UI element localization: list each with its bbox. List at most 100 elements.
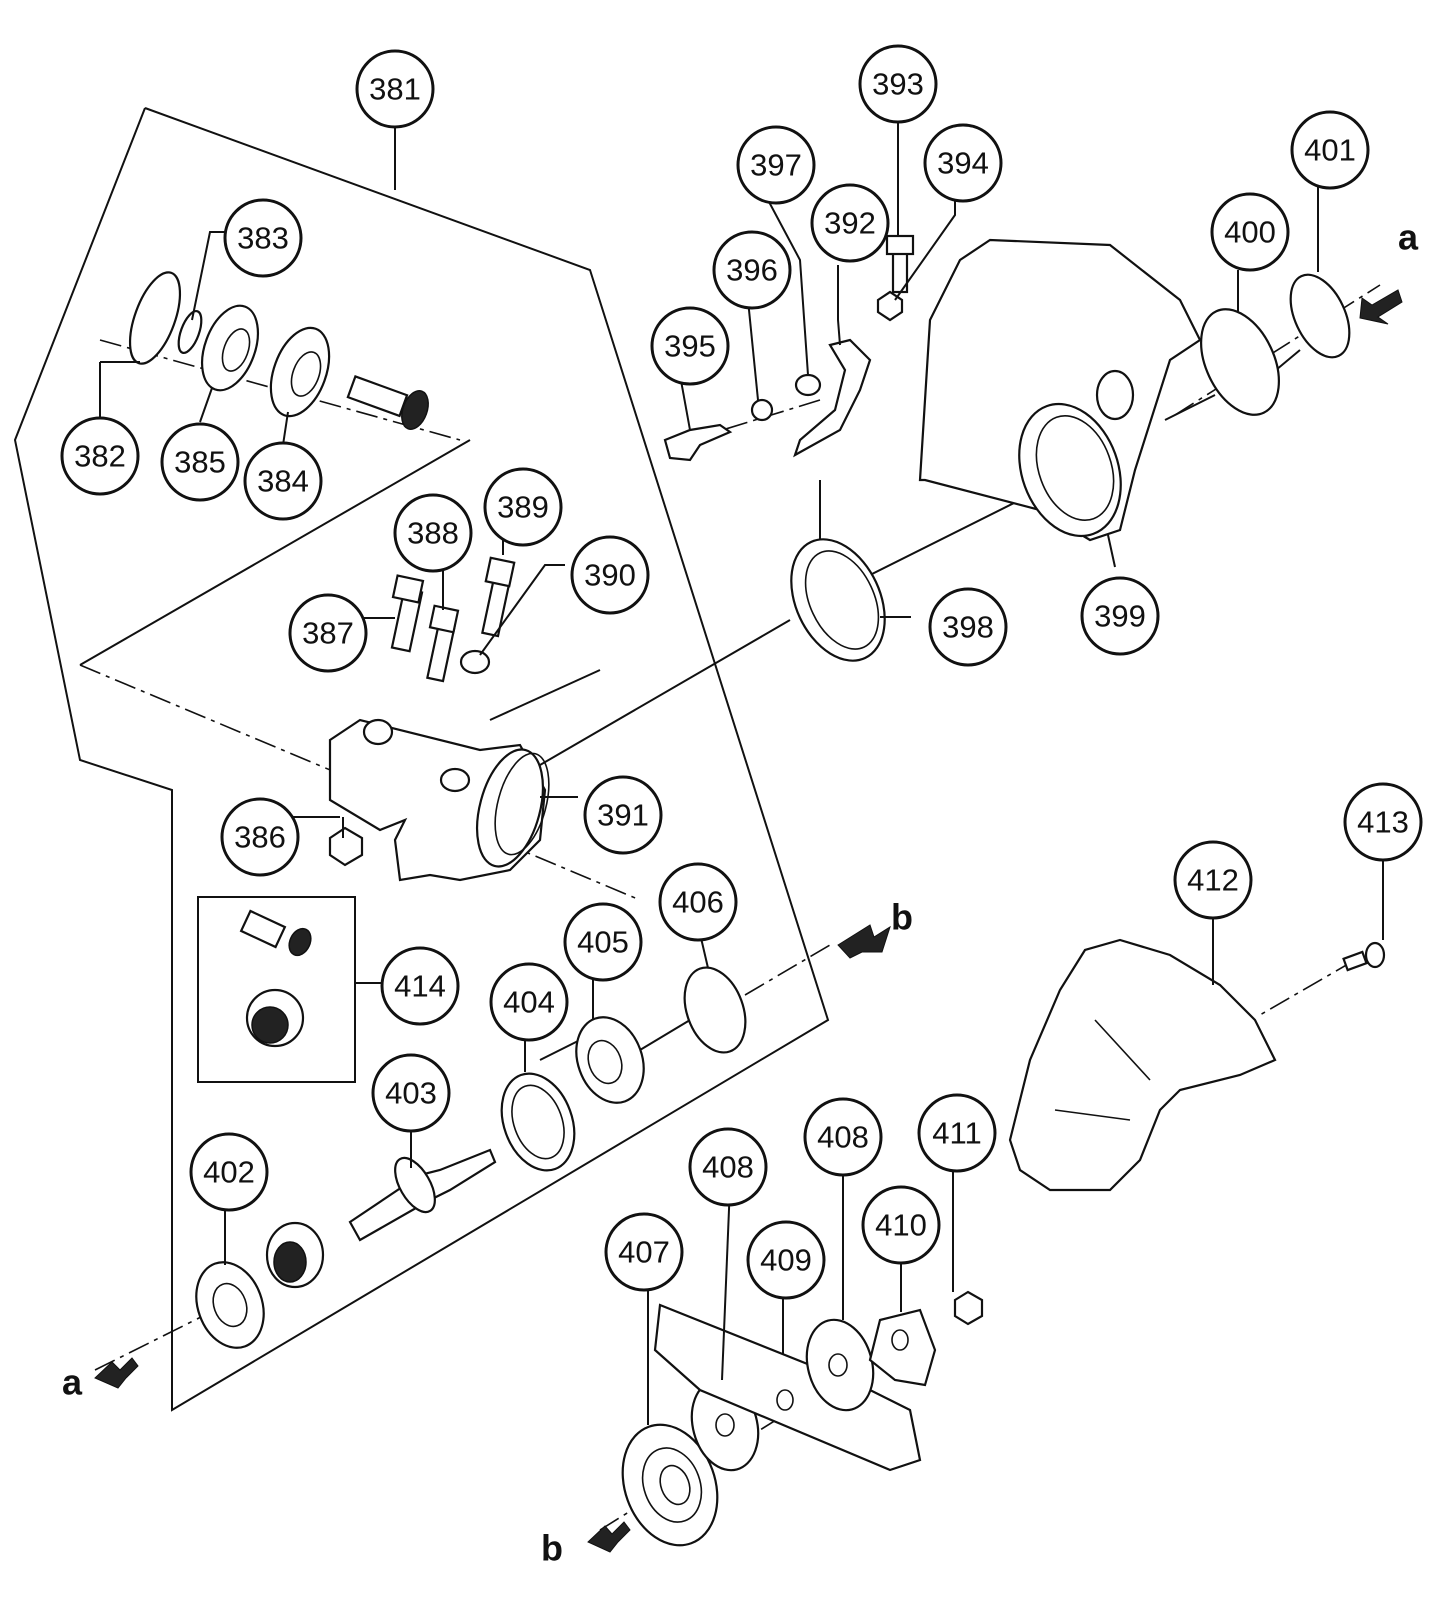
callout-394: 394 [923,123,1003,203]
callout-layer: 381 382 383 384 385 386 387 388 389 390 391 392 393 3… [60,44,1423,1300]
callout-label-407: 407 [618,1235,670,1270]
callout-circle-396 [712,230,792,310]
callout-label-395: 395 [664,329,716,364]
callout-circle-409 [746,1220,826,1300]
snap-ring-401 [1289,273,1351,359]
flow-marker-b-mid-label: b [891,897,913,938]
callout-circle-386 [220,797,300,877]
callout-circle-389 [483,467,563,547]
gear-case-391 [328,718,550,882]
callout-392: 392 [810,183,890,263]
flow-marker-b-bottom-label: b [541,1528,563,1569]
callout-383: 383 [223,198,303,278]
callout-385: 385 [160,422,240,502]
callout-401: 401 [1290,110,1370,190]
callout-410: 410 [861,1185,941,1265]
callout-384: 384 [243,441,323,521]
callout-389: 389 [483,467,563,547]
callout-label-409: 409 [760,1243,812,1278]
callout-circle-403 [371,1053,451,1133]
callout-circle-412 [1173,840,1253,920]
bearing-405 [575,1016,645,1104]
assembly-381-outline [13,107,830,1412]
callout-circle-387 [288,593,368,673]
callout-circle-411 [917,1093,997,1173]
callout-label-390: 390 [584,558,636,593]
callout-404: 404 [489,962,569,1042]
callout-circle-401 [1290,110,1370,190]
flow-marker-b-bottom: b [541,1521,631,1569]
callout-label-408b: 408 [817,1120,869,1155]
callout-label-392: 392 [824,206,876,241]
inset-box-414 [197,896,356,1083]
blade-guard-412 [1008,938,1277,1192]
callout-circle-397 [736,125,816,205]
callout-label-412: 412 [1187,863,1239,898]
bevel-gear [265,1221,325,1289]
callout-label-414: 414 [394,969,446,1004]
callout-402: 402 [189,1132,269,1212]
callout-label-399: 399 [1094,599,1146,634]
callout-label-393: 393 [872,67,924,102]
callout-408b: 408 [803,1097,883,1177]
bolt-393 [885,234,915,294]
callout-circle-405 [563,902,643,982]
spindle-403 [348,1148,497,1242]
callout-label-410: 410 [875,1208,927,1243]
callout-412: 412 [1173,840,1253,920]
bolt-388 [426,604,460,683]
flow-marker-a-bottom-label: a [62,1362,83,1403]
flow-marker-a-bottom: a [62,1357,139,1403]
callout-label-394: 394 [937,146,989,181]
callout-label-387: 387 [302,616,354,651]
callout-circle-398 [928,587,1008,667]
washer-396 [750,398,774,422]
bearing-384 [269,326,331,418]
callout-393: 393 [858,44,938,124]
cover-399 [918,238,1202,542]
callout-label-381: 381 [369,72,421,107]
callout-circle-390 [570,535,650,615]
callout-label-396: 396 [726,253,778,288]
seal-404 [500,1072,576,1172]
inset-parts-414 [239,909,312,1048]
callout-circle-383 [223,198,303,278]
callout-label-404: 404 [503,985,555,1020]
callout-387: 387 [288,593,368,673]
flow-marker-a-top: a [1359,217,1419,325]
callout-399: 399 [1080,576,1160,656]
flow-markers: a a b b [62,217,1419,1569]
callout-circle-408a [688,1127,768,1207]
callout-circle-413 [1343,782,1423,862]
callout-circle-382 [60,416,140,496]
callout-label-383: 383 [237,221,289,256]
callout-396: 396 [712,230,792,310]
callout-label-391: 391 [597,798,649,833]
ring-383 [177,309,203,355]
nut-386 [328,826,364,867]
callout-circle-406 [658,862,738,942]
callout-circle-402 [189,1132,269,1212]
callout-407: 407 [604,1212,684,1292]
callout-label-413: 413 [1357,805,1409,840]
nut-plate-410 [868,1308,937,1387]
nut-411 [953,1290,984,1326]
callout-386: 386 [220,797,300,877]
callout-circle-381 [355,49,435,129]
bolt-389 [481,556,516,638]
callout-label-397: 397 [750,148,802,183]
callout-label-384: 384 [257,464,309,499]
callout-circle-388 [393,493,473,573]
callout-label-398: 398 [942,610,994,645]
callout-label-386: 386 [234,820,286,855]
bolt-387 [390,574,425,653]
pinion-gear [346,375,429,430]
callout-circle-393 [858,44,938,124]
callout-label-388: 388 [407,516,459,551]
callout-382: 382 [60,416,140,496]
flow-marker-a-top-label: a [1398,217,1419,258]
washer-397 [794,373,822,397]
callout-circle-391 [583,775,663,855]
